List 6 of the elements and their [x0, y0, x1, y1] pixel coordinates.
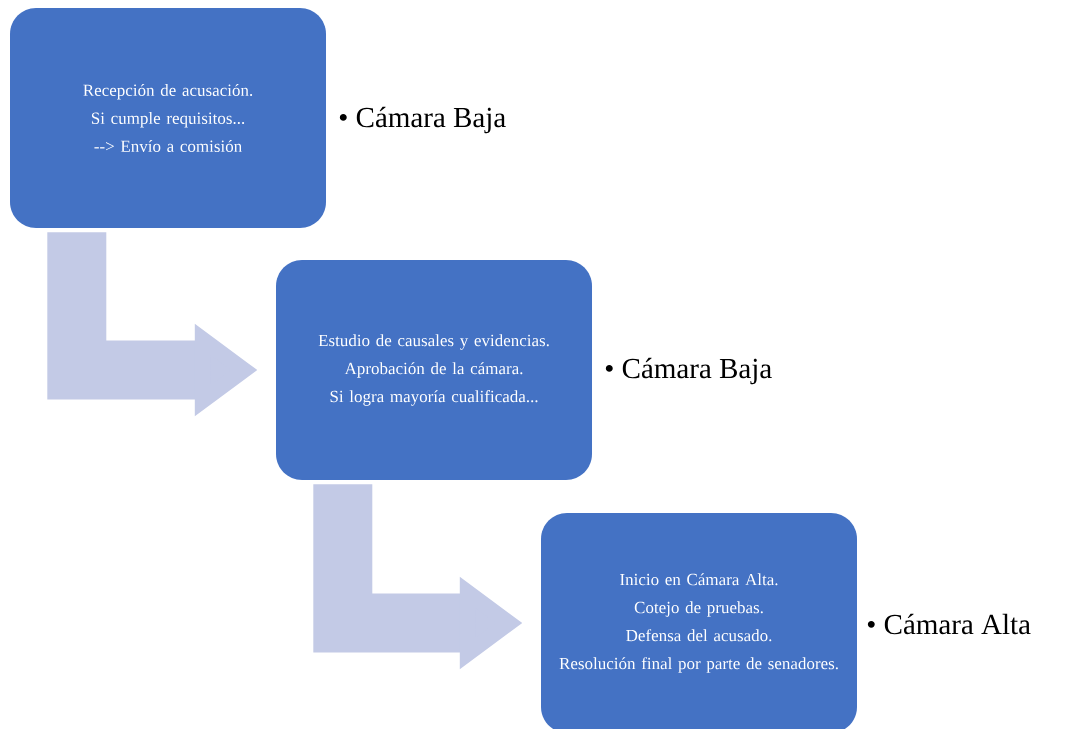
process-box: Inicio en Cámara Alta. Cotejo de pruebas. Defensa del acusado. Resolución final por parte de senadores. [541, 513, 857, 729]
process-box: Recepción de acusación. Si cumple requisitos... --> Envío a comisión [10, 8, 326, 228]
beside-label: • Cámara Baja [605, 357, 772, 385]
beside-label: • Cámara Alta [867, 613, 1031, 635]
beside-label: • Cámara Baja [339, 106, 506, 134]
process-box: Estudio de causales y evidencias. Aprobación de la cámara. Si logra mayoría cualificada... [276, 260, 592, 480]
